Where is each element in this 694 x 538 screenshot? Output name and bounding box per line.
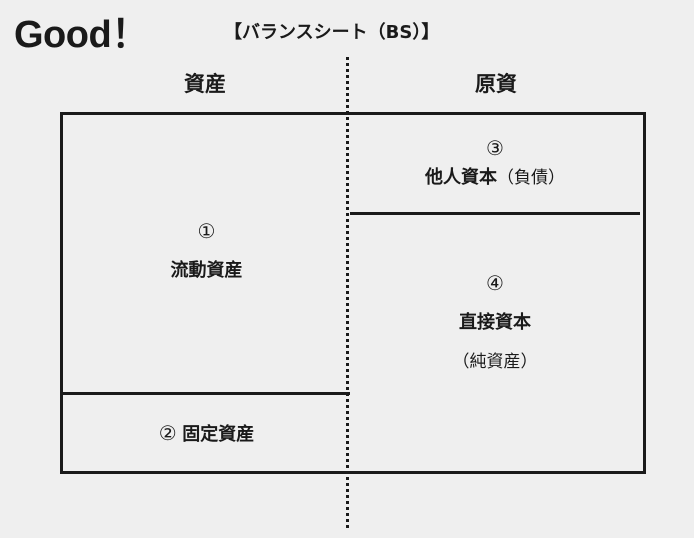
equity-capital-label: 直接資本 bbox=[459, 312, 531, 333]
current-assets-label: 流動資産 bbox=[170, 260, 243, 281]
fixed-assets-cell: ② 固定資産 bbox=[63, 420, 350, 448]
fixed-assets-number: ② bbox=[158, 421, 177, 445]
current-assets-cell: ① 流動資産 bbox=[63, 218, 350, 284]
borrowed-capital-line: 他人資本（負債） bbox=[350, 165, 640, 191]
assets-column-header: 資産 bbox=[184, 72, 226, 96]
current-assets-number: ① bbox=[197, 219, 216, 243]
asset-split-line bbox=[63, 392, 350, 395]
diagram-title: 【バランスシート（BS）】 bbox=[224, 22, 440, 43]
equity-capital-number: ④ bbox=[486, 271, 504, 295]
funding-column-header: 原資 bbox=[475, 72, 517, 96]
balance-sheet-frame bbox=[60, 112, 646, 474]
fixed-assets-label: 固定資産 bbox=[182, 424, 255, 445]
equity-capital-cell: ④ 直接資本 （純資産） bbox=[350, 270, 640, 374]
equity-capital-note: （純資産） bbox=[452, 352, 538, 372]
center-dotted-divider bbox=[346, 57, 349, 528]
good-badge: Good！ bbox=[14, 14, 149, 56]
borrowed-capital-label: 他人資本 bbox=[425, 167, 497, 188]
borrowed-capital-note: （負債） bbox=[497, 168, 565, 188]
borrowed-capital-number: ③ bbox=[486, 136, 504, 160]
funding-split-line bbox=[350, 212, 640, 215]
borrowed-capital-cell: ③ 他人資本（負債） bbox=[350, 135, 640, 191]
